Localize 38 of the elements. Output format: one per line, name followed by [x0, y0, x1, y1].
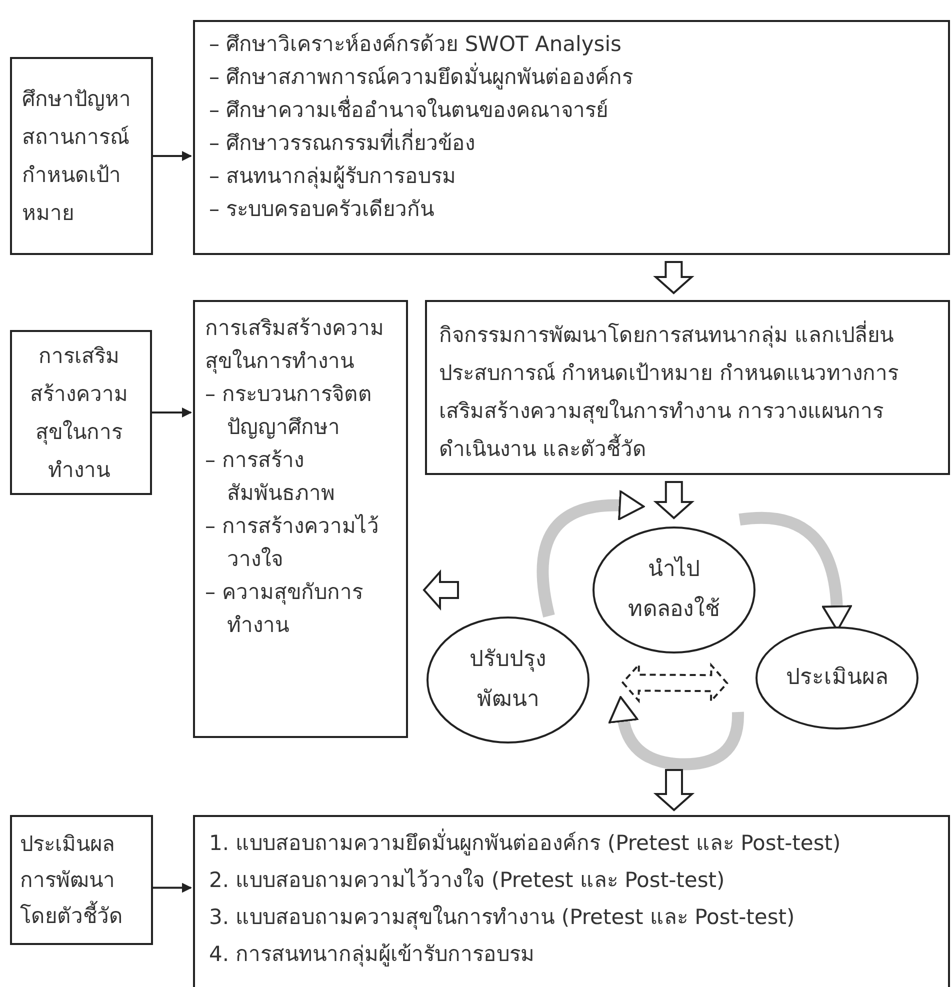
text-box: [10, 57, 153, 255]
ellipse-label: ประเมินผล: [785, 664, 889, 692]
list-item: 3. แบบสอบถามความสุขในการทำงาน (Pretest และ Post-test): [209, 904, 796, 932]
block-arrow: [653, 481, 695, 520]
block-arrow: [653, 769, 695, 812]
list-item: 1. แบบสอบถามความยึดมั่นผูกพันต่อองค์กร (Pretest และ Post-test): [209, 825, 934, 862]
text-box: [10, 330, 152, 495]
ellipse-label: นำไปทดลองใช้: [627, 555, 721, 624]
list-item: – กระบวนการจิตตปัญญาศึกษา: [205, 381, 374, 441]
box-text: กิจกรรมการพัฒนาโดยการสนทนากลุ่ม แลกเปลี่ยนประสบการณ์ กำหนดเป้าหมาย กำหนดแนวทางการเสริมสร้างความสุขในการทำงาน การวางแผนการดำเนินงาน และตัวชี้วัด: [439, 316, 936, 468]
list-item: – ระบบครอบครัวเดียวกัน: [209, 196, 436, 223]
arrow: [153, 151, 192, 161]
list-item: – การสร้างสัมพันธภาพ: [205, 447, 336, 507]
list-item: – การสร้างความไว้วางใจ: [205, 513, 380, 573]
text-box: [193, 20, 950, 255]
box-text: ศึกษาปัญหาสถานการณ์กำหนดเป้าหมาย: [22, 86, 132, 227]
box-text: การเสริมสร้างความสุขในการทำงาน: [29, 342, 129, 484]
text-box: [425, 300, 950, 475]
block-arrow: [422, 569, 459, 611]
block-arrow: [653, 261, 694, 294]
box-text: ประเมินผลการพัฒนาโดยตัวชี้วัด: [20, 831, 124, 930]
arrow: [153, 882, 192, 893]
text-box: [193, 815, 950, 987]
list-item: – ศึกษาสภาพการณ์ความยึดมั่นผูกพันต่อองค์กร: [209, 61, 934, 94]
list-item: – ศึกษาความเชื่ออำนาจในตนของคณาจารย์: [209, 94, 934, 127]
list-item: 2. แบบสอบถามความไว้วางใจ (Pretest และ Post-test): [209, 867, 726, 894]
list-item: – ศึกษาวิเคราะห์องค์กรด้วย SWOT Analysis: [209, 31, 622, 58]
list-item: – ความสุขกับการทำงาน: [205, 579, 364, 639]
list-item: – สนทนากลุ่มผู้รับการอบรม: [209, 163, 458, 191]
list-item: – ศึกษาวรรณกรรมที่เกี่ยวข้อง: [209, 127, 934, 160]
arrow: [152, 408, 192, 418]
text-box: [193, 300, 408, 738]
block-arrow: [621, 662, 728, 704]
box-text: การเสริมสร้างความสุขในการทำงาน: [205, 315, 385, 376]
curved-arrow: [536, 490, 645, 618]
ellipse-label: ปรับปรุงพัฒนา: [468, 646, 548, 714]
text-box: [10, 815, 153, 945]
list-item: 4. การสนทนากลุ่มผู้เข้ารับการอบรม: [209, 941, 536, 969]
